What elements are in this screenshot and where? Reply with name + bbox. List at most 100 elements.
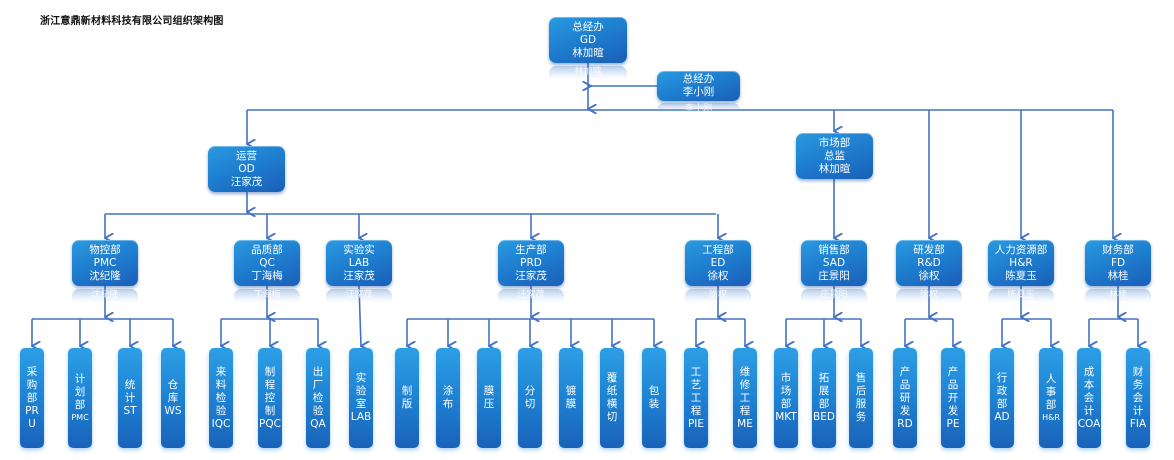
unit-label-char: 艺 [690,378,702,391]
dept-code: R&D [917,256,941,269]
dept-dept: 研发部 [913,243,945,256]
unit-box[interactable]: 覆纸横切 [600,348,624,448]
unit-label-char: 程 [739,404,751,417]
unit-label-char: 后 [855,385,867,397]
gm-office-person: 李小刚 [682,86,715,98]
unit-label-char: 人 [1045,373,1057,385]
unit-label-char: 部 [1045,399,1057,411]
dept-reflection: 庄景阳 [801,289,867,303]
unit-label-char: 事 [1045,386,1057,398]
unit-label-char: 验 [355,385,367,397]
dept-person: 陈夏玉 [1005,269,1037,282]
dept-dept: 品质部 [251,243,283,256]
unit-label-char: 部 [818,398,830,410]
unit-box[interactable]: 膜压 [477,348,501,448]
unit-label-char: 本 [1083,378,1095,391]
unit-box[interactable]: 镀膜 [559,348,583,448]
dept-reflection: 沈纪隆 [72,289,138,303]
unit-label-char: 部 [74,399,86,411]
dept-code: SAD [822,256,846,269]
unit-label-char: 布 [442,398,454,410]
gm-code: GD [579,33,597,46]
unit-label-char: PR [25,404,39,417]
market-person: 林加暄 [818,162,851,175]
unit-label-char: 部 [26,391,38,404]
ops-box[interactable]: 运营 OD 汪家茂 [208,146,285,192]
unit-label-char: 库 [167,391,179,404]
dept-dept: 生产部 [515,243,547,256]
unit-label-char: ME [737,417,753,430]
unit-box[interactable]: 售后服务 [849,348,873,448]
unit-label-char: 切 [606,411,618,423]
unit-label-char: 检 [312,391,324,404]
unit-label-char: 料 [215,378,227,391]
gm-box[interactable]: 总经办 GD 林加暄 [549,17,627,63]
unit-label-char: 厂 [312,378,324,391]
unit-label-char: 行 [996,372,1008,384]
market-box[interactable]: 市场部 总监 林加暄 [796,133,873,179]
unit-label-char: 售 [855,372,867,384]
unit-label-char: 服 [855,398,867,410]
unit-label-char: 出 [312,365,324,378]
unit-label-char: 分 [524,385,536,397]
dept-code: FD [1110,256,1126,269]
unit-label-char: QA [310,417,326,430]
unit-label-char: 品 [899,378,911,391]
unit-box[interactable]: 制版 [395,348,419,448]
unit-label-char: 维 [739,365,751,378]
gm-person: 林加暄 [572,46,604,59]
unit-label-char: 工 [690,391,702,404]
unit-label-char: WS [164,404,182,417]
unit-label-char: 产 [947,365,959,378]
unit-label-char: 切 [524,398,536,410]
unit-box[interactable]: 分切 [518,348,542,448]
unit-label-char: MKT [775,411,797,423]
dept-reflection: 陈夏玉 [988,289,1054,303]
unit-box[interactable]: 人事部 H&R [1039,348,1063,448]
unit-label-char: 务 [1132,378,1144,391]
unit-label-char: 研 [899,391,911,404]
dept-dept: 销售部 [818,243,850,256]
dept-code: PRD [520,256,542,269]
unit-box[interactable]: 涂布 [436,348,460,448]
unit-label-char: 市 [780,372,792,384]
gm-office-box[interactable]: 总经办 李小刚 [657,71,740,101]
unit-label-char: 会 [1083,391,1095,404]
dept-dept: 实验实 [343,243,375,256]
unit-label-char: 修 [739,378,751,391]
unit-code: H&R [1042,413,1060,422]
unit-label-char: 统 [124,378,136,391]
unit-label-char: 务 [855,411,867,423]
unit-label-char: 控 [264,391,276,404]
unit-label-char: 工 [739,391,751,404]
unit-label-char: 仓 [167,378,179,391]
unit-box[interactable]: 包装 [642,348,666,448]
dept-person: 汪家茂 [515,269,547,282]
